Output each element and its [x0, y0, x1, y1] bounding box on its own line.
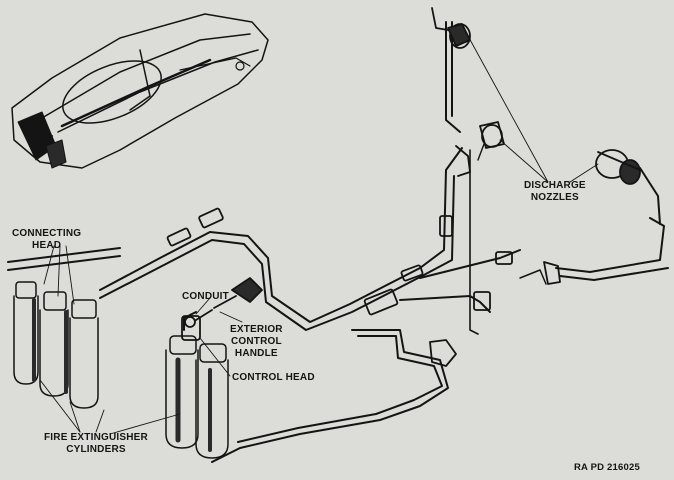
connecting-head-label-line1: CONNECTING [12, 228, 82, 239]
fire-extinguisher-cylinders-label: FIRE EXTINGUISHER CYLINDERS [44, 432, 148, 456]
discharge-nozzles-label-line2: NOZZLES [530, 192, 579, 203]
discharge-nozzles-label-line1: DISCHARGE [524, 180, 586, 191]
figure-code: RA PD 216025 [574, 462, 640, 473]
cylinder-pair-center [165, 311, 229, 459]
exterior-control-handle-label-line2: CONTROL [230, 336, 282, 347]
tank-hull-inset [11, 13, 269, 169]
discharge-nozzle-right [595, 149, 641, 185]
cylinder-pair-left [7, 247, 121, 409]
exterior-control-handle-label: EXTERIOR CONTROL HANDLE [230, 324, 283, 360]
discharge-nozzle-top [431, 7, 471, 49]
exterior-control-handle-label-line3: HANDLE [234, 348, 278, 359]
discharge-nozzle-middle [477, 121, 505, 161]
connecting-head-label-line2: HEAD [32, 240, 62, 251]
pipe-couplings [166, 145, 561, 367]
conduit-label: CONDUIT [182, 291, 229, 302]
exterior-control-handle [213, 277, 263, 309]
pipe-network [99, 21, 669, 463]
fire-extinguisher-cylinders-label-line2: CYLINDERS [66, 444, 126, 455]
discharge-nozzles-label: DISCHARGE NOZZLES [524, 180, 586, 204]
control-head [181, 309, 213, 341]
connecting-head-label: CONNECTING HEAD [12, 228, 81, 252]
fire-extinguisher-cylinders-label-line1: FIRE EXTINGUISHER [44, 432, 148, 443]
control-head-label: CONTROL HEAD [232, 372, 315, 383]
exterior-control-handle-label-line1: EXTERIOR [230, 324, 283, 335]
leader-lines [39, 35, 599, 435]
